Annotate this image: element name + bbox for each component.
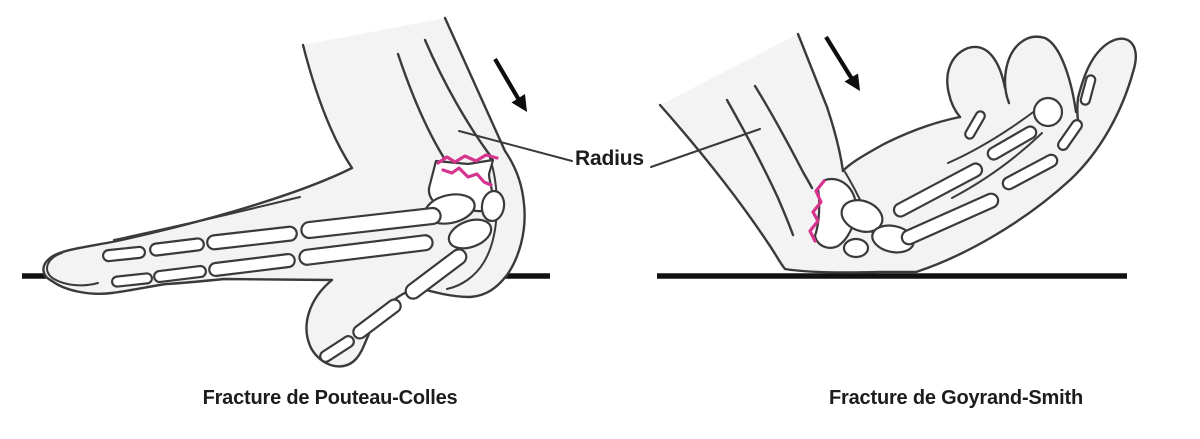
left-thumb-bone <box>352 298 402 340</box>
left-thumb-bone <box>319 335 355 363</box>
force-arrow-icon <box>493 57 527 112</box>
left-phalanx-bone <box>208 252 296 278</box>
right-hand-top-edge <box>841 115 962 173</box>
right-thumb-top-line <box>947 109 1037 164</box>
right-forearm-edge <box>796 32 845 173</box>
left-phalanx-bone <box>101 245 147 263</box>
left-phalanx-bone <box>206 225 298 251</box>
right-distal-radius-fragment <box>813 177 857 249</box>
left-carpal-bone <box>480 189 506 223</box>
right-thumb-bottom-line <box>951 132 1043 199</box>
right-phalanx-bone <box>986 125 1038 161</box>
right-phalanx-bone <box>1057 119 1083 151</box>
right-thumb-nail <box>1032 96 1064 128</box>
left-phalanx-bone <box>153 264 207 284</box>
right-phalanx-bone <box>964 110 986 140</box>
left-metacarpal-bone <box>300 206 442 240</box>
right-phalanx-bone <box>1079 74 1097 106</box>
right-carpal-bone <box>842 237 870 259</box>
right-hand-silhouette <box>660 34 1136 273</box>
left-phalanx-bone <box>149 237 205 257</box>
left-metacarpal-bone <box>298 234 434 266</box>
right-metacarpal-bone <box>892 162 984 218</box>
right-phalanx-bone <box>1001 153 1059 191</box>
right-hand-outline <box>658 37 1137 274</box>
fracture-line <box>436 153 499 165</box>
right-carpal-bone <box>840 199 884 233</box>
left-radius-shaft-line-2 <box>423 38 494 160</box>
panel-caption-right: Fracture de Goyrand-Smith <box>829 387 1083 409</box>
leader-line-left <box>458 130 573 162</box>
leader-line-right <box>650 128 761 168</box>
right-radius-shaft-line <box>753 84 814 190</box>
left-thumb-bone <box>404 248 468 300</box>
left-fingertip-inner-line <box>46 252 99 287</box>
right-finger-outline <box>946 45 1007 119</box>
fracture-line <box>441 166 493 187</box>
left-dorsal-band-inner-line <box>446 157 498 290</box>
left-hand-top-inner-line <box>113 196 301 241</box>
left-panel-drawing <box>22 16 550 368</box>
left-carpal-bone <box>447 218 493 250</box>
right-ulna-line <box>725 98 795 237</box>
force-arrow-icon <box>824 35 860 91</box>
left-phalanx-bone <box>110 272 154 288</box>
left-radius-shaft-line <box>396 52 446 160</box>
right-metacarpal-bone <box>900 192 1000 246</box>
panel-caption-left: Fracture de Pouteau-Colles <box>202 387 458 409</box>
radius-label: Radius <box>575 147 644 170</box>
fracture-line <box>808 179 826 243</box>
right-panel-drawing <box>657 32 1137 279</box>
